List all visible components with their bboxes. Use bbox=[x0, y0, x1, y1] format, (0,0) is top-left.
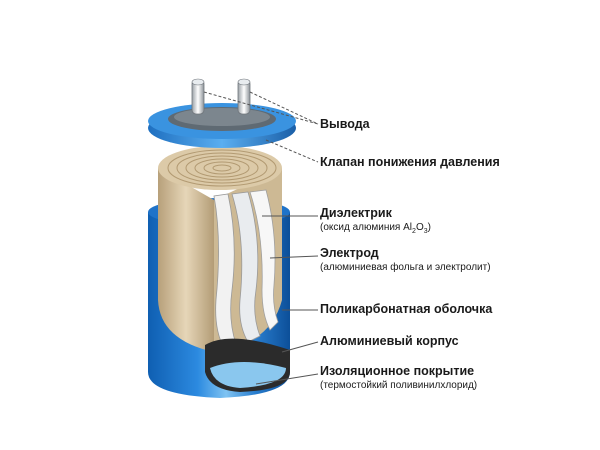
label-pressure-valve: Клапан понижения давления bbox=[320, 155, 500, 169]
label-dielectric: Диэлектрик bbox=[320, 206, 392, 220]
label-insulation-sub: (термостойкий поливинилхлорид) bbox=[320, 380, 478, 391]
sealing-ring bbox=[148, 103, 296, 148]
label-dielectric-sub: (оксид алюминия Al2O3) bbox=[320, 222, 431, 235]
label-electrode: Электрод bbox=[320, 246, 379, 260]
label-polycarbonate-shell: Поликарбонатная оболочка bbox=[320, 302, 493, 316]
case-bottom bbox=[205, 338, 290, 392]
leader-lines bbox=[203, 91, 319, 385]
label-electrode-sub: (алюминиевая фольга и электролит) bbox=[320, 262, 491, 273]
label-insulation: Изоляционное покрытие bbox=[320, 364, 475, 378]
foil-strips bbox=[213, 189, 279, 349]
label-terminals: Вывода bbox=[320, 117, 370, 131]
label-aluminum-case: Алюминиевый корпус bbox=[320, 334, 459, 348]
terminal-pins bbox=[191, 78, 251, 115]
